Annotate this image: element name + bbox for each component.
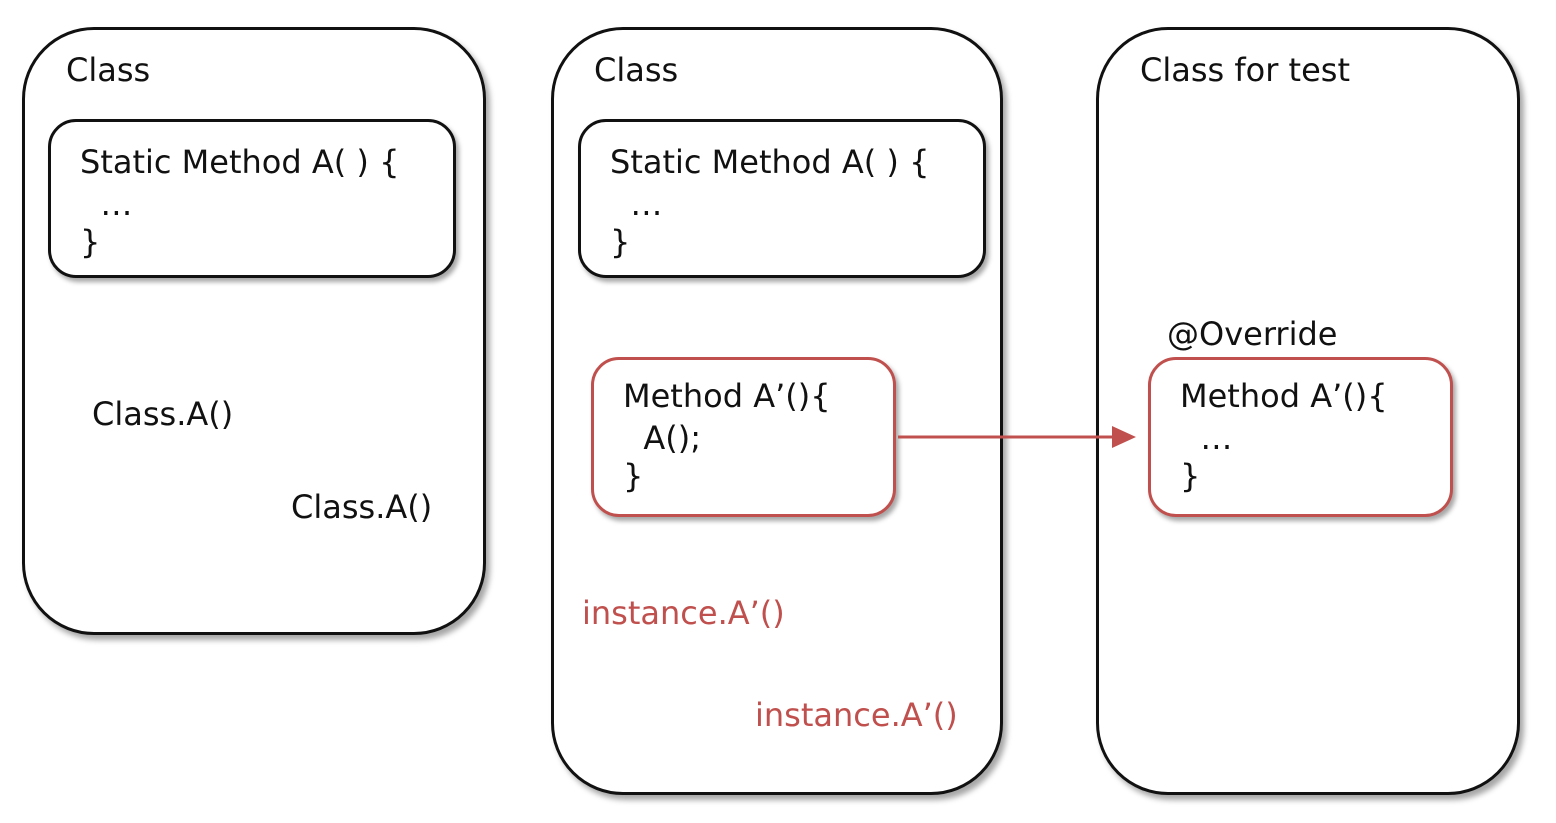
static-method-middle-line1: Static Method A( ) { [610,143,930,181]
static-method-box-middle [578,119,986,278]
class-call-2: Class.A() [291,488,433,526]
static-method-box-left [48,119,456,278]
override-arrow-head [1112,426,1136,448]
override-method-line3: } [1180,457,1201,495]
override-method-box [1148,357,1453,517]
wrapper-method-box [591,357,896,517]
static-method-left-line2: … [80,185,133,223]
class-panel-left-title: Class [66,51,151,89]
static-method-left-line1: Static Method A( ) { [80,143,400,181]
static-method-middle-line2: … [610,185,663,223]
override-annotation: @Override [1167,315,1338,353]
class-panel-right-title: Class for test [1140,51,1350,89]
override-method-line2: … [1180,419,1233,457]
override-method-line1: Method A’(){ [1180,377,1388,415]
class-call-1: Class.A() [92,395,234,433]
class-panel-middle-title: Class [594,51,679,89]
wrapper-method-line3: } [623,457,644,495]
static-method-middle-line3: } [610,223,631,261]
instance-call-1: instance.A’() [582,594,785,632]
static-method-left-line3: } [80,223,101,261]
wrapper-method-line1: Method A’(){ [623,377,831,415]
wrapper-method-line2: A(); [623,419,701,457]
instance-call-2: instance.A’() [755,696,958,734]
